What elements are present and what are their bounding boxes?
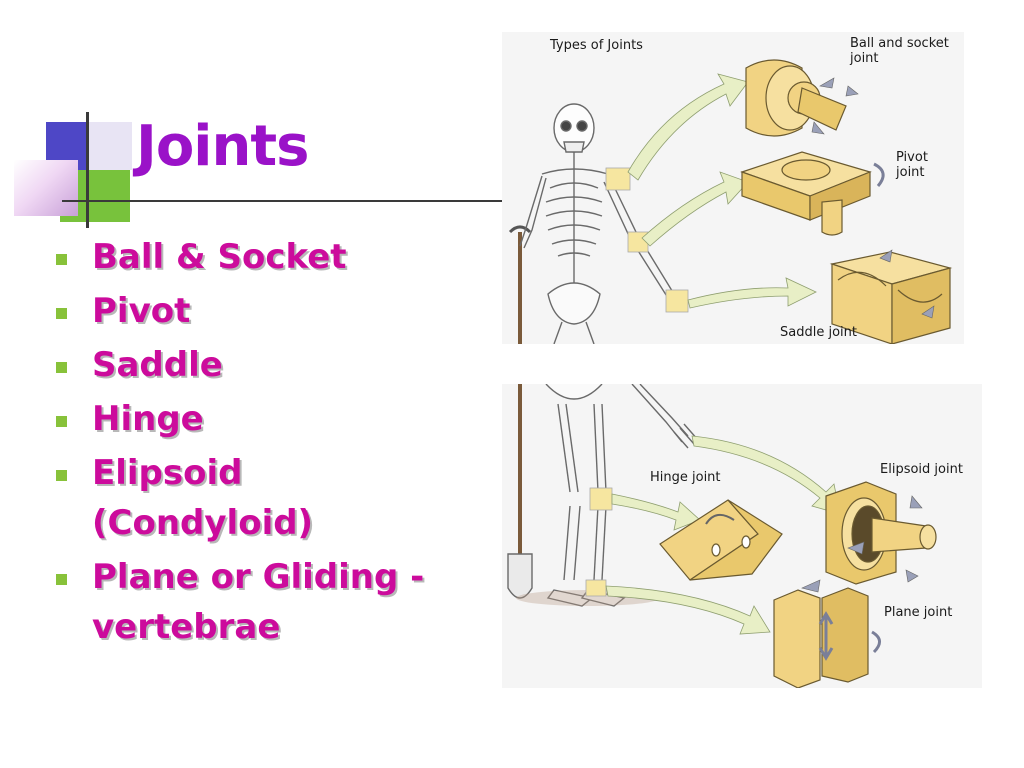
bullet-text-continued: vertebrae <box>92 607 281 647</box>
bullet-text: Pivot <box>92 291 191 331</box>
bullet-item: Plane or Gliding - vertebrae <box>54 552 494 652</box>
label-pivot-line2: joint <box>896 165 925 180</box>
label-ball-socket: Ball and socket joint <box>850 36 949 66</box>
bullet-text: Ball & Socket <box>92 237 347 277</box>
bullet-marker <box>56 308 67 319</box>
figure-heading: Types of Joints <box>550 38 643 53</box>
label-saddle: Saddle joint <box>780 325 857 340</box>
skeleton-upper-illustration <box>508 59 953 344</box>
bullet-text: Elipsoid <box>92 453 243 493</box>
decor-square-pink <box>14 160 78 216</box>
bullet-text: Saddle <box>92 345 223 385</box>
bullet-list: Ball & Socket Pivot Saddle Hinge Elipsoi… <box>54 232 494 656</box>
skeleton-lower-illustration <box>507 384 937 688</box>
label-hinge: Hinge joint <box>650 470 721 485</box>
label-plane: Plane joint <box>884 605 953 620</box>
bullet-marker <box>56 574 67 585</box>
slide-title: Joints <box>136 114 309 179</box>
bullet-text-continued: (Condyloid) <box>92 503 314 543</box>
bullet-marker <box>56 470 67 481</box>
bullet-item: Ball & Socket <box>54 232 494 282</box>
joint-types-figure-bottom: Hinge joint Elipsoid joint Plane joint <box>502 384 982 688</box>
bullet-marker <box>56 362 67 373</box>
bullet-marker <box>56 416 67 427</box>
bullet-item: Hinge <box>54 394 494 444</box>
decor-square-lavender <box>86 122 132 170</box>
label-ball-socket-line1: Ball and socket <box>850 36 949 51</box>
bullet-item: Pivot <box>54 286 494 336</box>
label-ellipsoid: Elipsoid joint <box>880 462 963 477</box>
bullet-marker <box>56 254 67 265</box>
label-pivot: Pivot joint <box>896 150 928 180</box>
title-underline <box>62 200 506 202</box>
bullet-text: Hinge <box>92 399 204 439</box>
bullet-text: Plane or Gliding - <box>92 557 425 597</box>
label-ball-socket-line2: joint <box>850 51 879 66</box>
bullet-item: Elipsoid (Condyloid) <box>54 448 494 548</box>
bullet-item: Saddle <box>54 340 494 390</box>
label-pivot-line1: Pivot <box>896 150 928 165</box>
decor-vertical-line <box>86 112 89 228</box>
joint-types-figure-top: Types of Joints Ball and socket joint Pi… <box>502 32 964 344</box>
